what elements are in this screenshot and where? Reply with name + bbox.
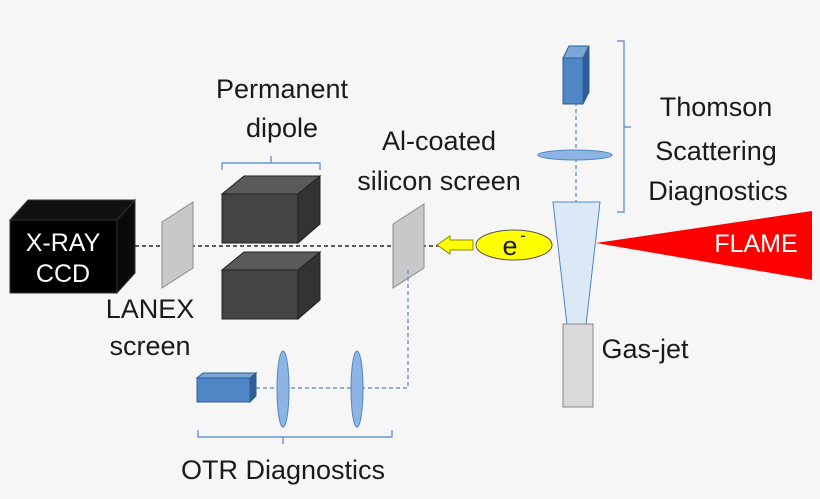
al-coated-screen [392, 203, 425, 289]
otr-lens-1 [276, 350, 290, 428]
flame [596, 211, 812, 280]
thomson-label-3: Diagnostics [648, 176, 788, 206]
xray-ccd-label-2: CCD [36, 260, 90, 288]
xray-ccd-label-1: X-RAY [26, 229, 101, 257]
gas-jet-nozzle [552, 201, 601, 326]
otr-beam-path [255, 270, 409, 389]
lanex-screen [161, 201, 194, 289]
xray-ccd: X-RAY CCD [8, 198, 137, 295]
flame-label: FLAME [714, 230, 797, 258]
otr-camera [195, 371, 258, 404]
al-screen-label-2: silicon screen [357, 166, 521, 196]
thomson-bracket [617, 40, 631, 213]
thomson-label-2: Scattering [655, 136, 777, 166]
al-screen-label-1: Al-coated [382, 126, 496, 156]
thomson-camera [562, 45, 590, 105]
electron-charge-label: - [520, 226, 526, 245]
thomson-lens [537, 149, 613, 161]
electron-bunch [475, 229, 553, 261]
lanex-label-2: screen [109, 331, 190, 361]
thomson-label-1: Thomson [660, 92, 773, 122]
electron-arrow [436, 235, 474, 255]
gas-jet-body [562, 323, 594, 408]
gas-jet-label: Gas-jet [601, 334, 689, 364]
lanex-label-1: LANEX [106, 294, 195, 324]
otr-lens-2 [350, 350, 364, 428]
otr-bracket [197, 430, 393, 444]
dipole-bracket [221, 156, 321, 170]
dipole-label-2: dipole [246, 113, 318, 143]
dipole-magnet-lower [220, 250, 322, 321]
dipole-magnet-upper [220, 174, 322, 245]
otr-label: OTR Diagnostics [181, 455, 385, 485]
electron-label: e [502, 231, 517, 261]
dipole-label-1: Permanent [216, 74, 349, 104]
